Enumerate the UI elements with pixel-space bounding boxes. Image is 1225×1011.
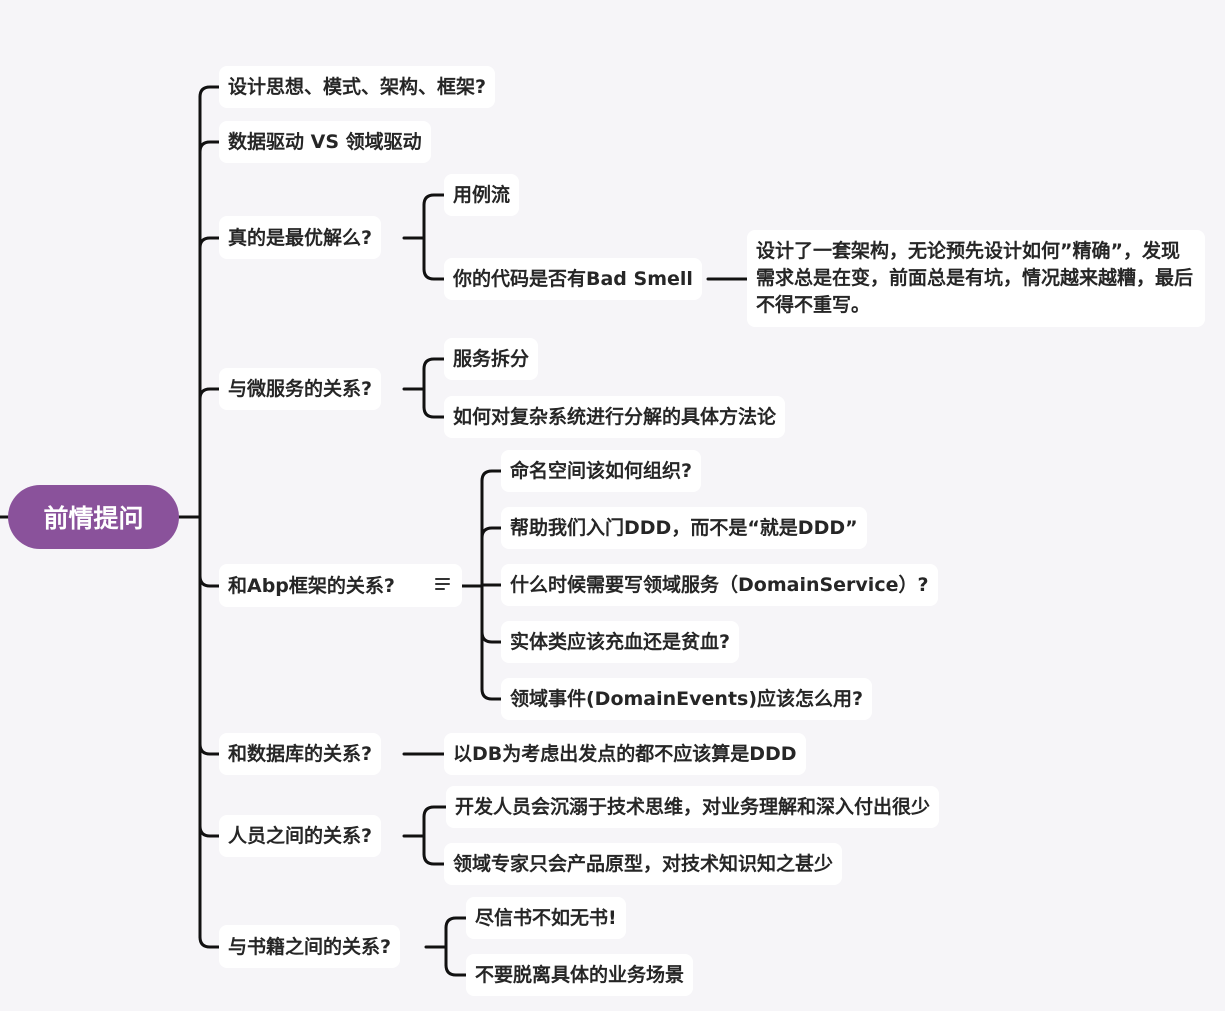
topic-label: 数据驱动 VS 领域驱动 (228, 131, 422, 153)
topic-design-concepts[interactable]: 设计思想、模式、架构、框架? (219, 66, 496, 108)
connector-line (422, 267, 446, 281)
subtopic-service-split[interactable]: 服务拆分 (444, 338, 539, 380)
subtopic-intro-ddd[interactable]: 帮助我们入门DDD，而不是“就是DDD” (501, 507, 867, 549)
subtopic-label: 你的代码是否有Bad Smell (453, 268, 693, 290)
connector-line (198, 574, 221, 588)
subtopic-domain-experts[interactable]: 领域专家只会产品原型，对技术知识知之甚少 (444, 843, 843, 885)
connector-line (198, 85, 221, 99)
topic-label: 与书籍之间的关系? (228, 935, 392, 958)
topic-label: 和Abp框架的关系? (228, 574, 395, 597)
subtopic-label: 用例流 (453, 184, 511, 206)
subtopic-label: 如何对复杂系统进行分解的具体方法论 (453, 406, 777, 428)
topic-label: 设计思想、模式、架构、框架? (228, 76, 487, 98)
root-topic-label: 前情提问 (43, 504, 144, 533)
connector-line (422, 357, 446, 371)
topic-abp-framework[interactable]: 和Abp框架的关系? (219, 564, 462, 607)
connector-line (198, 236, 221, 250)
subtopic-label: 不要脱离具体的业务场景 (475, 964, 685, 986)
subtopic-use-case-flow[interactable]: 用例流 (444, 174, 520, 216)
topic-books[interactable]: 与书籍之间的关系? (219, 925, 401, 968)
detail-label: 设计了一套架构，无论预先设计如何”精确”，发现需求总是在变，前面总是有坑，情况越… (756, 240, 1194, 316)
subtopic-domain-events[interactable]: 领域事件(DomainEvents)应该怎么用? (501, 678, 873, 720)
subtopic-label: 以DB为考虑出发点的都不应该算是DDD (453, 743, 797, 765)
note-icon[interactable] (435, 578, 451, 592)
connector-line (198, 935, 221, 949)
topic-label: 人员之间的关系? (228, 825, 373, 847)
topic-label: 与微服务的关系? (228, 378, 373, 400)
subtopic-label: 领域专家只会产品原型，对技术知识知之甚少 (453, 853, 834, 875)
subtopic-developers[interactable]: 开发人员会沉溺于技术思维，对业务理解和深入付出很少 (446, 786, 940, 828)
connector-line (422, 405, 446, 419)
connector-line (480, 526, 503, 540)
subtopic-namespace[interactable]: 命名空间该如何组织? (501, 450, 702, 492)
topic-label: 和数据库的关系? (228, 743, 373, 765)
subtopic-label: 实体类应该充血还是贫血? (510, 631, 731, 653)
connector-line (480, 469, 503, 483)
subtopic-label: 尽信书不如无书! (475, 907, 617, 929)
connector-line (480, 630, 503, 644)
subtopic-label: 服务拆分 (453, 348, 530, 370)
connector-line (422, 805, 448, 819)
connector-line (480, 687, 503, 701)
connector-line (198, 742, 221, 756)
subtopic-domain-service[interactable]: 什么时候需要写领域服务（DomainService）? (501, 564, 938, 606)
topic-best-solution[interactable]: 真的是最优解么? (219, 216, 382, 259)
subtopic-bad-smell[interactable]: 你的代码是否有Bad Smell (444, 258, 702, 300)
subtopic-label: 什么时候需要写领域服务（DomainService）? (510, 574, 929, 596)
subtopic-not-all-books[interactable]: 尽信书不如无书! (466, 897, 626, 939)
subtopic-decomposition-method[interactable]: 如何对复杂系统进行分解的具体方法论 (444, 396, 786, 438)
subtopic-business-scenario[interactable]: 不要脱离具体的业务场景 (466, 954, 694, 996)
connector-line (198, 140, 221, 154)
connector-line (444, 916, 468, 930)
root-topic[interactable]: 前情提问 (8, 485, 179, 549)
subtopic-label: 帮助我们入门DDD，而不是“就是DDD” (510, 517, 858, 539)
topic-microservices[interactable]: 与微服务的关系? (219, 368, 382, 410)
detail-architecture-rewrite[interactable]: 设计了一套架构，无论预先设计如何”精确”，发现需求总是在变，前面总是有坑，情况越… (747, 230, 1205, 327)
connector-line (422, 193, 446, 207)
topic-label: 真的是最优解么? (228, 226, 373, 249)
topic-data-vs-domain-driven[interactable]: 数据驱动 VS 领域驱动 (219, 121, 431, 163)
subtopic-entity-model[interactable]: 实体类应该充血还是贫血? (501, 621, 740, 663)
connector-line (198, 387, 221, 401)
subtopic-label: 领域事件(DomainEvents)应该怎么用? (510, 688, 864, 710)
topic-people[interactable]: 人员之间的关系? (219, 815, 382, 857)
subtopic-label: 命名空间该如何组织? (510, 460, 693, 482)
connector-line (444, 963, 468, 977)
subtopic-label: 开发人员会沉溺于技术思维，对业务理解和深入付出很少 (455, 796, 931, 818)
connector-line (198, 824, 221, 838)
subtopic-db-not-ddd[interactable]: 以DB为考虑出发点的都不应该算是DDD (444, 733, 806, 775)
topic-database[interactable]: 和数据库的关系? (219, 733, 382, 775)
connector-line (422, 852, 448, 866)
